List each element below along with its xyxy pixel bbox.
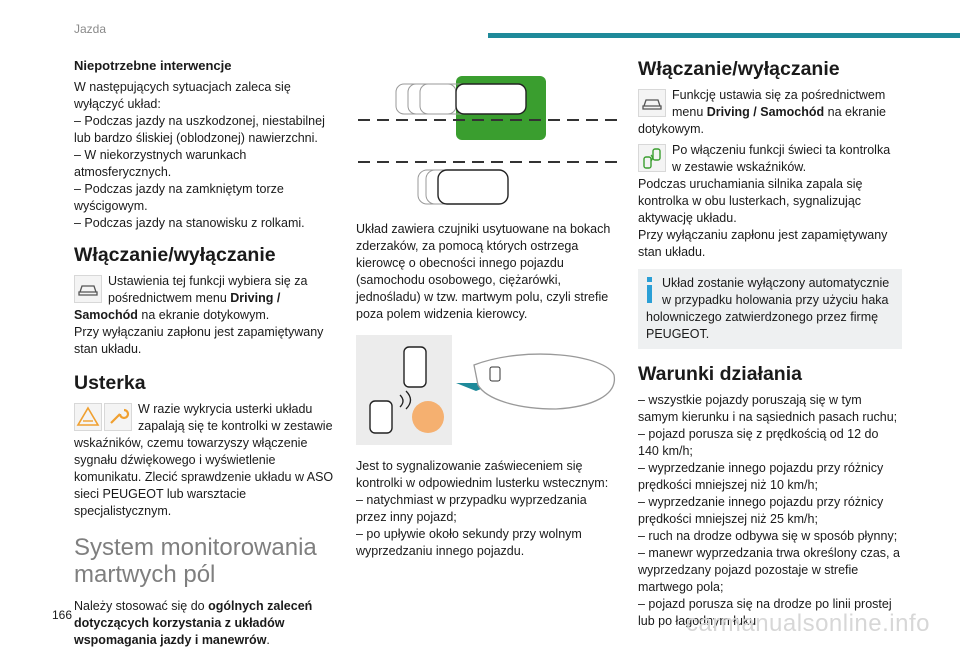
interventions-line: W następujących sytuacjach zaleca się wy… [74, 80, 291, 111]
conditions-list: – wszystkie pojazdy poruszają się w tym … [638, 392, 902, 630]
onoff-memory-text: Przy wyłączaniu zapłonu jest zapamiętywa… [74, 325, 324, 356]
startup-text: Podczas uruchamiania silnika zapala się … [638, 177, 863, 225]
signal-line: – natychmiast w przypadku wyprzedzania p… [356, 493, 587, 524]
fault-heading: Usterka [74, 372, 146, 394]
car-settings-icon [74, 275, 102, 303]
bsm-intro-b: . [266, 633, 270, 647]
wrench-icon [104, 403, 132, 431]
condition-item: – wszystkie pojazdy poruszają się w tym … [638, 393, 898, 424]
side-car-bottom [369, 400, 393, 434]
onoff2-text-a: Funkcję ustawia się za pośrednictwem men… [672, 88, 886, 119]
lamp-block: Po włączeniu funkcji świeci ta kontrolka… [638, 142, 902, 176]
blind-spot-icon [638, 144, 666, 172]
rearview-mirror [473, 353, 615, 410]
column-middle: Układ zawiera czujniki usytuowane na bok… [356, 70, 620, 560]
onoff-heading-2: Włączanie/wyłączanie [638, 58, 840, 80]
memory-text: Przy wyłączaniu zapłonu jest zapamiętywa… [638, 228, 888, 259]
bsm-intro: Należy stosować się do ogólnych zaleceń … [74, 598, 338, 649]
onoff-text: Ustawienia tej funkcji wybiera się za po… [74, 273, 338, 324]
conditions-heading: Warunki działania [638, 363, 802, 385]
mirror-indicator-icon [489, 366, 501, 382]
header-accent-bar [488, 33, 960, 38]
mirror-diagram [356, 335, 615, 445]
condition-item: – pojazd porusza się z prędkością od 12 … [638, 427, 879, 458]
info-note: Układ zostanie wyłączony automatycznie w… [638, 269, 902, 349]
interventions-line: – Podczas jazdy na zamkniętym torze wyśc… [74, 182, 284, 213]
condition-item: – wyprzedzanie innego pojazdu przy różni… [638, 461, 884, 492]
column-right: Włączanie/wyłączanie Funkcję ustawia się… [638, 58, 902, 630]
info-icon [646, 277, 654, 303]
warning-light-dot [412, 401, 444, 433]
onoff2-text: Funkcję ustawia się za pośrednictwem men… [638, 87, 902, 138]
onoff-text-a: Ustawienia tej funkcji wybiera się za po… [108, 274, 308, 305]
column-left: Niepotrzebne interwencje W następujących… [74, 58, 338, 649]
sensor-waves [399, 390, 412, 410]
side-car-top [403, 346, 427, 388]
blind-spot-diagram [358, 76, 618, 205]
onoff-menu-path: Driving / Samochód [74, 291, 281, 322]
interventions-line: – Podczas jazdy na uszkodzonej, niestabi… [74, 114, 325, 145]
warning-triangle-icon [74, 403, 102, 431]
onoff2-text-b: na ekranie dotykowym. [638, 105, 886, 136]
interventions-line: – Podczas jazdy na stanowisku z rolkami. [74, 216, 305, 230]
signal-line: – po upływie około sekundy przy wolnym w… [356, 527, 582, 558]
section-title: Jazda [74, 22, 107, 36]
bsm-heading: System monitorowania martwych pól [74, 534, 317, 588]
system-description: Układ zawiera czujniki usytuowane na bok… [356, 222, 611, 321]
interventions-heading: Niepotrzebne interwencje [74, 58, 232, 73]
car-settings-icon [638, 89, 666, 117]
onoff-block-2: Funkcję ustawia się za pośrednictwem men… [638, 87, 902, 138]
lamp-text: Po włączeniu funkcji świeci ta kontrolka… [672, 143, 891, 174]
onoff-block: Ustawienia tej funkcji wybiera się za po… [74, 273, 338, 358]
fault-block: W razie wykrycia usterki układu zapalają… [74, 401, 338, 520]
interventions-line: – W niekorzystnych warunkach atmosferycz… [74, 148, 247, 179]
page-number: 166 [52, 608, 73, 622]
bsm-intro-a: Należy stosować się do [74, 599, 209, 613]
signal-line: Jest to sygnalizowanie zaświeceniem się … [356, 459, 609, 490]
fault-text: W razie wykrycia usterki układu zapalają… [74, 402, 334, 518]
onoff-heading: Włączanie/wyłączanie [74, 244, 276, 266]
condition-item: – ruch na drodze odbywa się w sposób pły… [638, 529, 898, 543]
overtaking-car [455, 83, 527, 115]
watermark: carmanualsonline.info [686, 610, 930, 637]
condition-item: – wyprzedzanie innego pojazdu przy różni… [638, 495, 884, 526]
own-car [437, 169, 509, 205]
onoff-text-b: na ekranie dotykowym. [137, 308, 270, 322]
condition-item: – pojazd porusza się na drodze po linii … [638, 597, 892, 628]
signal-block: Jest to sygnalizowanie zaświeceniem się … [356, 458, 620, 560]
condition-item: – manewr wyprzedzania trwa określony cza… [638, 546, 900, 594]
info-text: Układ zostanie wyłączony automatycznie w… [646, 276, 890, 341]
onoff2-menu-path: Driving / Samochód [706, 105, 825, 119]
